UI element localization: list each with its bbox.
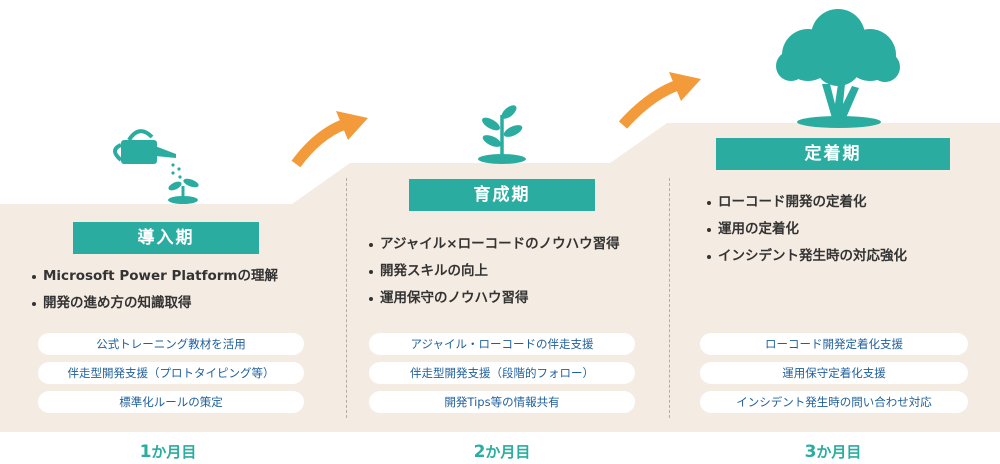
month-number: 1 [139, 442, 152, 462]
support-pill: 運用保守定着化支援 [700, 362, 968, 384]
stage-2-goal: 運用保守のノウハウ習得 [368, 285, 620, 312]
stage-1-title: 導入期 [73, 222, 259, 254]
support-pill: ローコード開発定着化支援 [700, 333, 968, 355]
support-pill: インシデント発生時の問い合わせ対応 [700, 391, 968, 413]
seedling-icon [478, 105, 526, 164]
support-pill: 開発Tips等の情報共有 [369, 391, 635, 413]
stage-2-supports: アジャイル・ローコードの伴走支援 伴走型開発支援（段階的フォロー） 開発Tips… [369, 333, 635, 420]
support-pill: 標準化ルールの策定 [38, 391, 304, 413]
stage-2-title: 育成期 [409, 179, 595, 211]
support-pill: 伴走型開発支援（プロトタイピング等） [38, 362, 304, 384]
stage-2-goals: アジャイル×ローコードのノウハウ習得 開発スキルの向上 運用保守のノウハウ習得 [368, 231, 620, 312]
support-pill: 伴走型開発支援（段階的フォロー） [369, 362, 635, 384]
stage-3-goal: インシデント発生時の対応強化 [706, 243, 907, 270]
support-pill: 公式トレーニング教材を活用 [38, 333, 304, 355]
stage-1-goal: Microsoft Power Platformの理解 [31, 263, 278, 290]
month-number: 2 [473, 442, 486, 462]
stage-3-month: 3か月目 [773, 441, 893, 462]
growth-arrow-2-icon [618, 72, 701, 129]
stage-3-goals: ローコード開発の定着化 運用の定着化 インシデント発生時の対応強化 [706, 189, 907, 270]
growth-arrow-1-icon [291, 111, 368, 168]
small-sprout-icon [168, 178, 199, 204]
stage-3-supports: ローコード開発定着化支援 運用保守定着化支援 インシデント発生時の問い合わせ対応 [700, 333, 968, 420]
stage-divider-1 [346, 178, 347, 418]
month-unit: か月目 [816, 443, 862, 461]
stage-3-goal: 運用の定着化 [706, 216, 907, 243]
stage-1-goal: 開発の進め方の知識取得 [31, 290, 278, 317]
month-unit: か月目 [151, 443, 197, 461]
stage-1-supports: 公式トレーニング教材を活用 伴走型開発支援（プロトタイピング等） 標準化ルールの… [38, 333, 304, 420]
stage-divider-2 [669, 178, 670, 418]
month-unit: か月目 [485, 443, 531, 461]
tree-icon [776, 9, 900, 128]
stage-1-goals: Microsoft Power Platformの理解 開発の進め方の知識取得 [31, 263, 278, 317]
stage-2-goal: アジャイル×ローコードのノウハウ習得 [368, 231, 620, 258]
stage-1-month: 1か月目 [108, 441, 228, 462]
stage-2-goal: 開発スキルの向上 [368, 258, 620, 285]
stage-3-goal: ローコード開発の定着化 [706, 189, 907, 216]
watering-can-icon [113, 129, 182, 179]
month-number: 3 [804, 442, 817, 462]
stage-2-month: 2か月目 [442, 441, 562, 462]
stage-3-title: 定着期 [716, 138, 950, 170]
support-pill: アジャイル・ローコードの伴走支援 [369, 333, 635, 355]
